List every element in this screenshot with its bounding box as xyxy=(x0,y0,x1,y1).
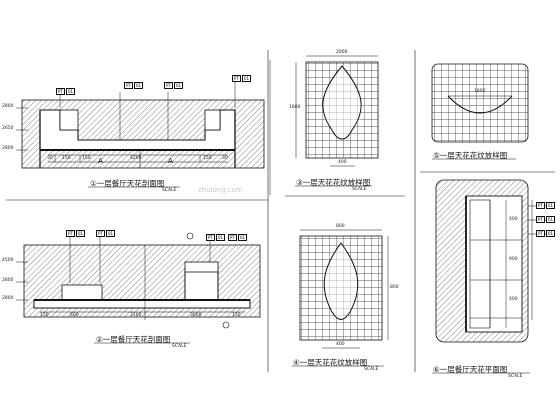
pattern-1-dim-bottom: 400 xyxy=(338,160,347,165)
bottom-ceiling-section xyxy=(16,232,261,329)
bottom-tag-3-num: 01 xyxy=(216,234,226,241)
ceiling-pattern-1-title: ③一层天花花纹放样图 xyxy=(296,178,371,187)
ceiling-plan-view xyxy=(435,179,546,343)
plan-tag-1: PT xyxy=(536,202,545,209)
top-tag-3-num: 01 xyxy=(174,82,184,89)
plan-tag-2: PT xyxy=(536,216,545,223)
top-dim-4: 4200 xyxy=(130,156,142,161)
top-dim-5: 150 xyxy=(203,156,212,161)
bottom-tag-4-num: 01 xyxy=(238,234,248,241)
top-tag-4-num: 01 xyxy=(242,75,252,82)
top-ceiling-section xyxy=(16,60,271,195)
pattern-2-dim-side: 800 xyxy=(390,285,399,290)
plan-dim-3: 400 xyxy=(509,297,518,302)
bottom-dim-5: 150 xyxy=(232,313,241,318)
top-tag-1: PT xyxy=(56,88,65,95)
ceiling-pattern-grid-2 xyxy=(299,229,389,349)
bottom-level-2: 2800 xyxy=(2,278,14,283)
top-dim-6: 30 xyxy=(222,156,228,161)
bottom-level-1: 4500 xyxy=(2,258,14,263)
bottom-tag-4: PT xyxy=(228,234,237,241)
plan-dim-2: 900 xyxy=(509,257,518,262)
plan-tag-1-num: 01 xyxy=(546,202,556,209)
bottom-tag-2: PT xyxy=(96,230,105,237)
bottom-tag-2-num: 01 xyxy=(106,230,116,237)
pattern-1-dim-top: 2000 xyxy=(336,50,348,55)
bottom-tag-1-num: 01 xyxy=(76,230,86,237)
bottom-tag-3: PT xyxy=(206,234,215,241)
bottom-section-scale: SCALE xyxy=(172,344,187,349)
plan-tag-3: PT xyxy=(536,230,545,237)
bottom-dim-4: 3000 xyxy=(190,313,202,318)
pattern-3-dim-arc: 1800 xyxy=(474,89,486,94)
ceiling-pattern-2-scale: SCALE xyxy=(364,367,379,372)
plan-view-title: ⑥一层餐厅天花平面图 xyxy=(433,365,508,374)
top-dim-1: 30 xyxy=(47,156,53,161)
section-cut-marker-right: A xyxy=(168,157,173,165)
top-tag-3: PT xyxy=(164,82,173,89)
pattern-1-dim-side: 1800 xyxy=(289,105,301,110)
plan-view-scale: SCALE xyxy=(508,374,523,379)
bottom-dim-1: 150 xyxy=(40,313,49,318)
top-tag-2-num: 01 xyxy=(134,82,144,89)
top-dim-2: 150 xyxy=(62,156,71,161)
bottom-dim-3: 3100 xyxy=(130,313,142,318)
plan-dim-1: 400 xyxy=(509,217,518,222)
pattern-2-dim-top: 800 xyxy=(336,224,345,229)
ceiling-pattern-1-scale: SCALE xyxy=(352,187,367,192)
top-tag-2: PT xyxy=(124,82,133,89)
plan-tag-3-num: 01 xyxy=(546,230,556,237)
top-level-3: 2800 xyxy=(2,146,14,151)
bottom-tag-1: PT xyxy=(66,230,75,237)
bottom-section-title: ②一层餐厅天花剖面图 xyxy=(96,335,171,344)
ceiling-pattern-grid-1 xyxy=(295,55,379,167)
plan-tag-2-num: 01 xyxy=(546,216,556,223)
pattern-2-dim-bottom: 400 xyxy=(336,342,345,347)
top-level-1: 2800 xyxy=(2,104,14,109)
watermark: zhulong.com xyxy=(198,186,243,194)
top-dim-3: 150 xyxy=(82,156,91,161)
ceiling-pattern-3-title: ⑤一层天花花纹放样图 xyxy=(433,151,508,160)
top-section-scale: SCALE xyxy=(162,188,177,193)
top-tag-4: PT xyxy=(232,75,241,82)
ceiling-pattern-grid-3 xyxy=(431,63,529,143)
bottom-dim-2: 600 xyxy=(70,313,79,318)
top-section-title: ①一层餐厅天花剖面图 xyxy=(90,179,165,188)
bottom-level-3: 2800 xyxy=(2,296,14,301)
ceiling-pattern-2-title: ④一层天花花纹放样图 xyxy=(293,358,368,367)
top-tag-1-num: 01 xyxy=(66,88,76,95)
section-cut-marker-left: A xyxy=(98,157,103,165)
panel-dividers xyxy=(6,50,555,372)
title-underlines xyxy=(88,158,530,374)
top-level-2: 2650 xyxy=(2,126,14,131)
